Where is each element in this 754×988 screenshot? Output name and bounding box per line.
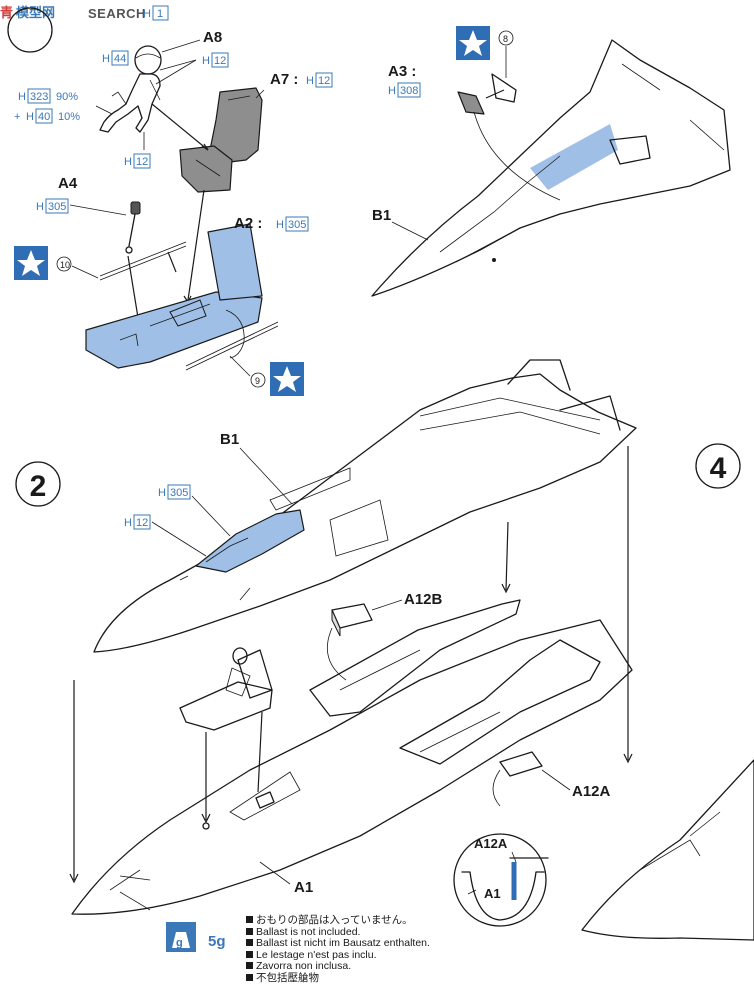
paint-h12-b1-letter: H <box>124 517 132 529</box>
label-a3: A3 : <box>388 63 416 80</box>
paint-h12b-box <box>133 153 151 169</box>
step1-circle <box>7 7 53 53</box>
forward-fuselage-b1 <box>371 39 731 297</box>
paint-h308-box <box>397 82 421 98</box>
paint-h12-a7-letter: H <box>306 75 314 87</box>
paint-h305-a4-letter: H <box>36 201 44 213</box>
decal-9-num: 9 <box>255 376 260 386</box>
label-a12a: A12A <box>572 783 611 800</box>
paint-h308-num: 308 <box>400 85 418 97</box>
note-line-jp: おもりの部品は入っていません。 <box>246 914 430 927</box>
paint-h12a-num: 12 <box>214 55 226 67</box>
label-b1-top: B1 <box>372 207 391 224</box>
paint-h308-letter: H <box>388 85 396 97</box>
paint-h12-b1-num: 12 <box>136 517 148 529</box>
paint-h40-num: 40 <box>38 111 50 123</box>
step2-number: 2 <box>30 470 47 503</box>
label-a8: A8 <box>203 29 222 46</box>
watermark-cn: 青 <box>0 5 14 20</box>
paint-h305-b1-letter: H <box>158 487 166 499</box>
paint-h1-box <box>152 5 169 21</box>
paint-h323-pct: 90% <box>56 91 78 103</box>
control-stick-a4 <box>125 201 141 254</box>
note-line-cn: 不包括壓艙物 <box>246 972 430 985</box>
part-a3 <box>457 91 485 115</box>
paint-h12b-letter: H <box>124 156 132 168</box>
label-a7: A7 : <box>270 71 298 88</box>
paint-h305-a2-letter: H <box>276 219 284 231</box>
paint-h40-pct: 10% <box>58 111 80 123</box>
label-a12b: A12B <box>404 591 443 608</box>
lower-fuselage-a1 <box>71 619 633 915</box>
upper-fuselage-b1 <box>93 359 637 653</box>
paint-plus: + <box>14 111 20 123</box>
label-b1-mid: B1 <box>220 431 239 448</box>
inner-part-right <box>399 639 601 765</box>
paint-h305-b1-box <box>167 484 191 500</box>
step4-number: 4 <box>710 452 727 485</box>
decal-10-num: 10 <box>60 260 70 270</box>
step4-circle <box>695 443 741 489</box>
paint-h323-letter: H <box>18 91 26 103</box>
decal-8-num: 8 <box>503 34 508 44</box>
paint-h305-b1-num: 305 <box>170 487 188 499</box>
note-line-fr: Le lestage n'est pas inclu. <box>246 949 430 962</box>
ballast-weight-icon <box>166 922 196 952</box>
pilot-figure <box>99 45 162 133</box>
decal-star-8-icon <box>456 26 490 60</box>
label-a1-detail: A1 <box>484 886 501 901</box>
paint-h305-a2-box <box>285 216 309 232</box>
step4-aircraft-partial <box>581 759 754 941</box>
label-a2: A2 : <box>234 215 262 232</box>
ballast-icon-letter: g <box>176 937 183 949</box>
decal-10-circle <box>56 256 72 272</box>
paint-h1-letter: H <box>143 8 151 20</box>
ejection-seat-a7 <box>179 87 263 193</box>
paint-h12a-letter: H <box>202 55 210 67</box>
decal-8-strip <box>491 73 517 103</box>
paint-h323-num: 323 <box>30 91 48 103</box>
label-a4: A4 <box>58 175 78 192</box>
paint-h40-box <box>35 108 53 124</box>
paint-h12-a7-box <box>315 72 333 88</box>
paint-h44-letter: H <box>102 53 110 65</box>
paint-h1-num: 1 <box>157 8 163 20</box>
label-a1: A1 <box>294 879 313 896</box>
label-a12a-detail: A12A <box>474 836 508 851</box>
paint-h12-b1-box <box>133 514 151 530</box>
inner-part-left <box>309 599 521 717</box>
paint-h12b-num: 12 <box>136 156 148 168</box>
paint-h323-box <box>27 88 51 104</box>
decal-star-10-icon <box>14 246 48 280</box>
paint-h305-a4-box <box>45 198 69 214</box>
paint-h12a-box <box>211 52 229 68</box>
paint-h44-num: 44 <box>114 53 126 65</box>
ballast-weight: 5g <box>208 933 226 950</box>
watermark-search: SEARCH <box>88 6 146 21</box>
cockpit-tub-a2 <box>85 223 263 369</box>
paint-h305-a4-num: 305 <box>48 201 66 213</box>
ballast-notes: おもりの部品は入っていません。 Ballast is not included.… <box>246 914 430 985</box>
paint-h40-letter: H <box>26 111 34 123</box>
cockpit-subassembly <box>179 647 273 731</box>
note-line-de: Ballast ist nicht im Bausatz enthalten. <box>246 937 430 950</box>
step2-circle <box>15 461 61 507</box>
ballast-part-a12b <box>331 603 373 637</box>
paint-h44-box <box>111 50 129 66</box>
ballast-part-a12a <box>499 751 543 777</box>
detail-view-circle <box>453 833 549 927</box>
decal-8-circle <box>498 30 514 46</box>
note-line-it: Zavorra non inclusa. <box>246 961 430 973</box>
decal-9-circle <box>250 372 266 388</box>
decal-star-9-icon <box>270 362 304 396</box>
paint-h12-a7-num: 12 <box>318 75 330 87</box>
paint-h305-a2-num: 305 <box>288 219 306 231</box>
note-line-en: Ballast is not included. <box>246 926 430 939</box>
